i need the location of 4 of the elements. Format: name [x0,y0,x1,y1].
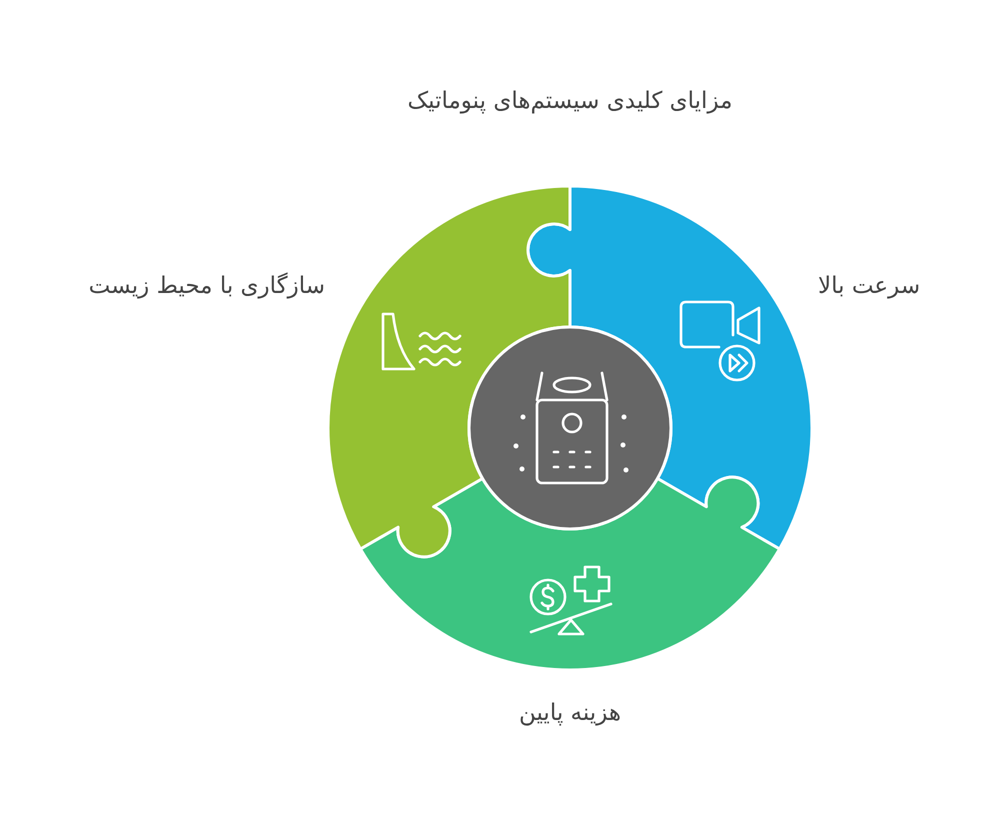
segment-label: سرعت بالا [818,272,920,302]
diagram-title: مزایای کلیدی سیستم‌های پنوماتیک [408,87,732,116]
segment-label: سازگاری با محیط زیست [88,272,325,302]
segment-label: هزینه پایین [518,699,622,728]
